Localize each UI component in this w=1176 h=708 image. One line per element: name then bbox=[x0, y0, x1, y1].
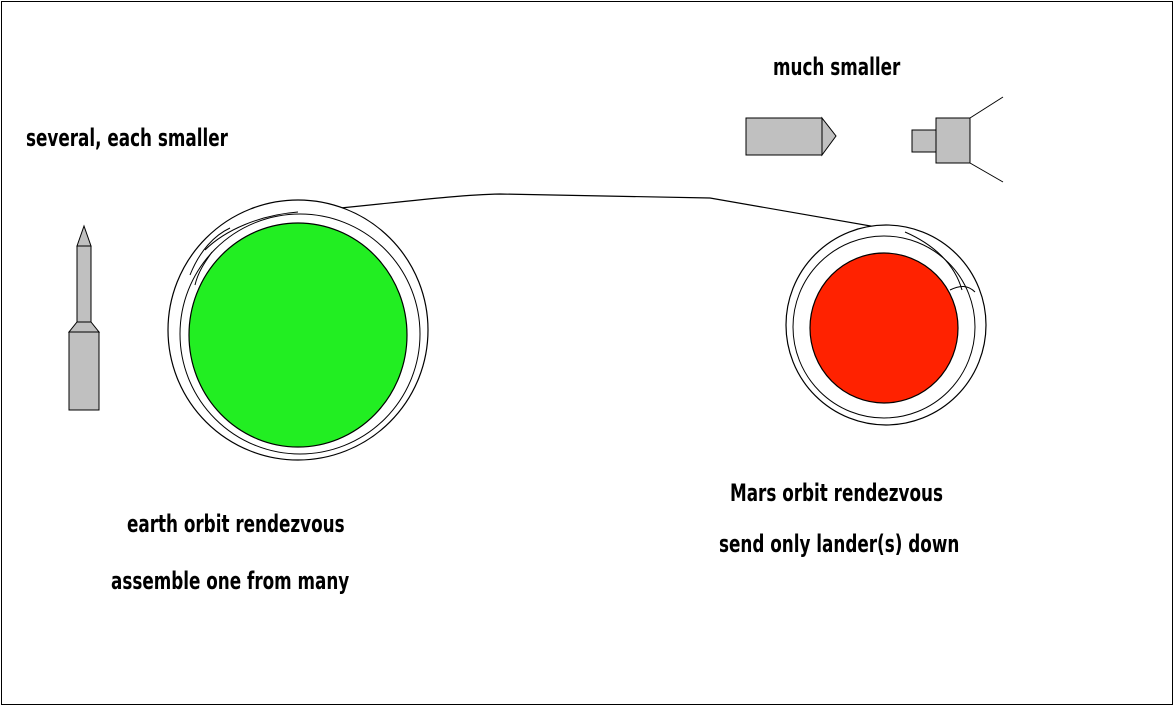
transfer-trajectory-line bbox=[297, 193, 906, 233]
much-smaller-label: much smaller bbox=[773, 53, 901, 81]
cargo-vehicle-icon bbox=[745, 116, 837, 157]
earth-spiral-arc bbox=[204, 211, 299, 251]
earth-orbit-group bbox=[167, 199, 429, 461]
rocket-icon bbox=[67, 224, 101, 411]
earth-planet bbox=[188, 222, 408, 448]
mars-orbit-inner-ring bbox=[792, 235, 976, 419]
lander-icon bbox=[911, 96, 1004, 183]
mars-orbit-group bbox=[785, 224, 987, 426]
earth-spiral-arc bbox=[189, 227, 231, 276]
earth-orbit-label: earth orbit rendezvous bbox=[127, 510, 345, 538]
earth-assemble-label: assemble one from many bbox=[111, 567, 350, 595]
mars-orbit-label: Mars orbit rendezvous bbox=[730, 479, 943, 507]
mars-planet bbox=[809, 252, 959, 404]
several-each-smaller-label: several, each smaller bbox=[26, 124, 228, 152]
mars-lander-label: send only lander(s) down bbox=[719, 530, 960, 558]
mars-spiral-arc bbox=[949, 286, 976, 293]
earth-orbit-inner-ring bbox=[179, 213, 421, 455]
mars-spiral-arc bbox=[904, 231, 963, 291]
earth-spiral-arc bbox=[194, 251, 213, 286]
